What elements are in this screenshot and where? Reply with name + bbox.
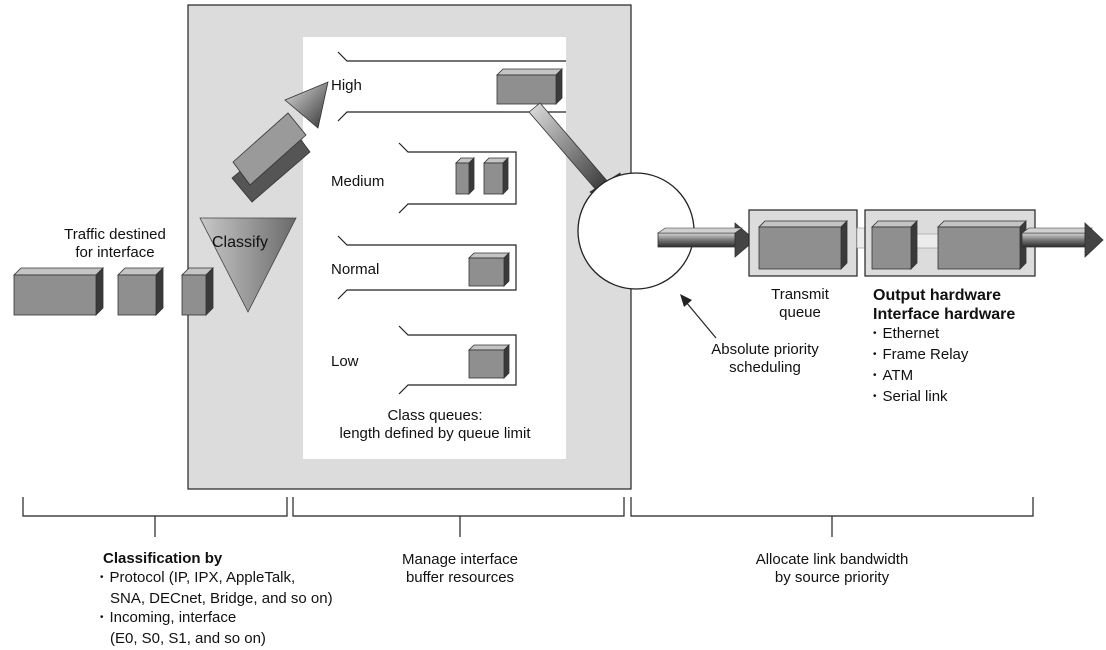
packet-high (496, 68, 563, 105)
queue-label-low: Low (331, 353, 359, 370)
classification-legend: Classification by Protocol (IP, IPX, App… (100, 549, 333, 648)
hardware-item: Serial link (873, 387, 1015, 408)
packet-low (468, 344, 510, 379)
transmit-packet (758, 220, 848, 270)
classification-item: Incoming, interface (100, 608, 323, 629)
scheduler-pointer (685, 301, 717, 339)
incoming-packet-small (181, 267, 214, 316)
output-arrow (1021, 222, 1104, 258)
output-hardware-title: Output hardware (873, 287, 1002, 304)
connector-strip (856, 227, 866, 249)
classification-title: Classification by (103, 550, 223, 567)
allocate-label: Allocate link bandwidth by source priori… (755, 551, 909, 586)
packet-medium-2 (483, 157, 509, 195)
traffic-label: Traffic destined for interface (64, 226, 166, 261)
scheduler-label: Absolute priority scheduling (711, 341, 819, 376)
packet-medium-1 (455, 157, 475, 195)
queue-label-normal: Normal (331, 261, 380, 278)
classify-label: Classify (212, 234, 269, 251)
classification-item: Protocol (IP, IPX, AppleTalk, (100, 568, 323, 589)
output-packet-large (937, 220, 1027, 270)
queue-panel (303, 37, 566, 459)
queue-low (398, 325, 517, 395)
queue-label-high: High (331, 77, 362, 94)
class-queues-caption: Class queues: length defined by queue li… (339, 407, 531, 442)
incoming-packet-large (13, 267, 104, 316)
transmit-label: Transmit queue (771, 286, 829, 321)
output-packet-small (871, 220, 918, 270)
hardware-item: ATM (873, 366, 1015, 387)
bracket-classification (22, 497, 288, 537)
manage-label: Manage interface buffer resources (402, 551, 518, 586)
incoming-packet-medium (117, 267, 164, 316)
queue-label-medium: Medium (331, 173, 385, 190)
hardware-item: Frame Relay (873, 345, 1015, 366)
queue-high (337, 51, 566, 122)
classify-triangle (199, 217, 297, 313)
scheduler-to-transmit-arrow (657, 222, 756, 258)
queue-medium (398, 142, 517, 214)
classify-to-high-arrow (231, 81, 329, 203)
output-hardware-legend: Output hardware Interface hardware Ether… (873, 286, 1015, 408)
hardware-item: Ethernet (873, 324, 1015, 345)
bracket-allocate (630, 497, 1034, 537)
interface-hardware-title: Interface hardware (873, 306, 1016, 323)
queue-normal (337, 235, 517, 300)
bracket-manage (292, 497, 625, 537)
packet-normal (468, 252, 510, 287)
